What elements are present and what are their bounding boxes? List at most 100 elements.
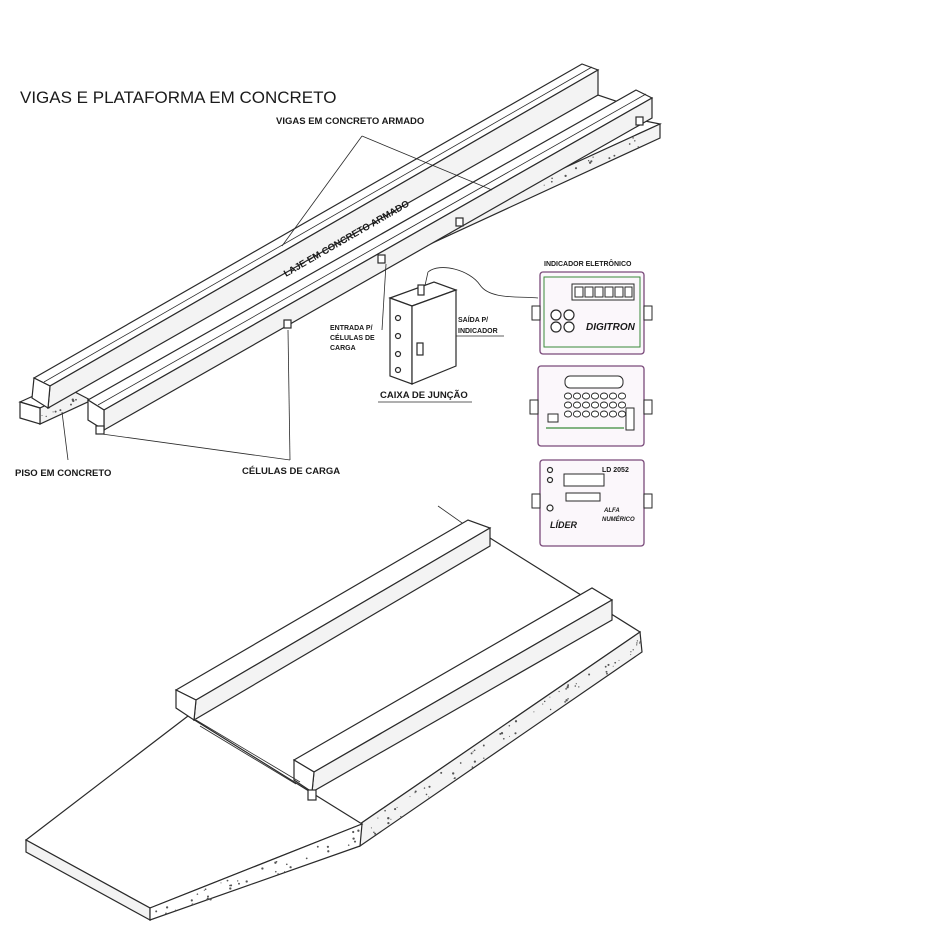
keypad-key bbox=[599, 401, 609, 409]
concrete-speckle bbox=[353, 840, 357, 843]
concrete-speckle bbox=[565, 699, 568, 702]
concrete-speckle bbox=[277, 873, 279, 875]
concrete-speckle bbox=[472, 751, 474, 753]
concrete-speckle bbox=[639, 641, 641, 643]
concrete-speckle bbox=[471, 766, 474, 768]
concrete-speckle bbox=[70, 403, 72, 406]
keypad-key bbox=[608, 392, 618, 400]
indicator-keypad bbox=[529, 365, 653, 447]
concrete-speckle bbox=[549, 708, 552, 711]
concrete-speckle bbox=[618, 659, 620, 661]
concrete-speckle bbox=[632, 649, 634, 651]
load-cell-5 bbox=[635, 116, 644, 126]
concrete-speckle bbox=[285, 863, 288, 866]
concrete-speckle bbox=[588, 673, 591, 676]
concrete-speckle bbox=[196, 893, 199, 895]
indicator-digitron-brand: DIGITRON bbox=[586, 322, 636, 333]
concrete-speckle bbox=[514, 732, 517, 735]
concrete-speckle bbox=[608, 157, 611, 160]
junction-box bbox=[388, 281, 458, 385]
concrete-speckle bbox=[564, 174, 567, 178]
concrete-speckle bbox=[499, 732, 502, 735]
concrete-speckle bbox=[205, 899, 208, 901]
concrete-speckle bbox=[567, 684, 569, 686]
concrete-speckle bbox=[558, 690, 560, 693]
concrete-speckle bbox=[387, 817, 390, 820]
keypad-key bbox=[608, 410, 618, 418]
load-cell-3 bbox=[377, 254, 386, 264]
indicator-lider-model: LD 2052 bbox=[602, 467, 629, 474]
concrete-speckle bbox=[575, 683, 577, 685]
concrete-speckle bbox=[607, 663, 610, 666]
concrete-speckle bbox=[316, 845, 319, 848]
concrete-speckle bbox=[514, 720, 518, 723]
keypad-key bbox=[617, 401, 627, 409]
concrete-speckle bbox=[206, 895, 210, 898]
label-indicator: INDICADOR ELETRÔNICO bbox=[544, 259, 632, 268]
concrete-speckle bbox=[370, 827, 372, 829]
concrete-speckle bbox=[452, 772, 455, 775]
concrete-speckle bbox=[587, 160, 590, 162]
concrete-speckle bbox=[192, 903, 194, 906]
label-output-2: INDICADOR bbox=[458, 328, 498, 335]
concrete-speckle bbox=[283, 871, 286, 873]
concrete-speckle bbox=[564, 701, 566, 703]
concrete-speckle bbox=[508, 735, 511, 737]
lower-platform bbox=[24, 505, 643, 922]
concrete-speckle bbox=[209, 898, 212, 901]
concrete-speckle bbox=[387, 821, 390, 825]
concrete-speckle bbox=[245, 880, 248, 883]
concrete-speckle bbox=[630, 651, 632, 653]
concrete-speckle bbox=[638, 642, 641, 644]
concrete-speckle bbox=[165, 912, 167, 915]
load-cell-1 bbox=[95, 425, 105, 435]
concrete-speckle bbox=[588, 161, 592, 164]
keypad-key bbox=[590, 410, 600, 418]
concrete-speckle bbox=[352, 830, 355, 834]
concrete-speckle bbox=[390, 818, 392, 820]
concrete-speckle bbox=[206, 897, 209, 900]
load-cell-2 bbox=[283, 319, 292, 329]
keypad-key bbox=[599, 410, 609, 418]
concrete-speckle bbox=[482, 744, 485, 747]
label-beams: VIGAS EM CONCRETO ARMADO bbox=[276, 116, 424, 127]
concrete-speckle bbox=[636, 640, 639, 642]
concrete-speckle bbox=[592, 156, 594, 158]
concrete-speckle bbox=[565, 688, 567, 690]
concrete-speckle bbox=[165, 906, 169, 909]
keypad-key bbox=[590, 392, 600, 400]
concrete-speckle bbox=[425, 793, 428, 796]
concrete-speckle bbox=[220, 882, 222, 884]
concrete-speckle bbox=[636, 644, 638, 646]
concrete-speckle bbox=[550, 180, 553, 183]
concrete-speckle bbox=[613, 154, 616, 157]
concrete-speckle bbox=[604, 665, 607, 668]
indicator-lider-sub-2: NUMÉRICO bbox=[602, 515, 635, 523]
concrete-speckle bbox=[352, 837, 355, 840]
keypad-key bbox=[572, 392, 582, 400]
concrete-speckle bbox=[574, 167, 578, 170]
keypad-key bbox=[581, 401, 591, 409]
concrete-speckle bbox=[567, 698, 569, 700]
concrete-speckle bbox=[261, 867, 264, 870]
concrete-speckle bbox=[473, 760, 477, 763]
concrete-speckle bbox=[384, 809, 386, 812]
keypad-key bbox=[608, 401, 618, 409]
concrete-speckle bbox=[394, 808, 397, 811]
keypad-key bbox=[563, 410, 573, 418]
keypad-key bbox=[572, 401, 582, 409]
concrete-speckle bbox=[549, 696, 551, 698]
concrete-speckle bbox=[41, 415, 43, 416]
concrete-speckle bbox=[566, 686, 569, 689]
concrete-speckle bbox=[155, 910, 158, 913]
indicator-lider-brand: LÍDER bbox=[550, 520, 578, 530]
keypad-key bbox=[563, 392, 573, 400]
concrete-speckle bbox=[612, 665, 614, 667]
label-load-cells: CÉLULAS DE CARGA bbox=[242, 466, 340, 477]
concrete-speckle bbox=[500, 732, 504, 735]
concrete-speckle bbox=[174, 909, 177, 912]
concrete-speckle bbox=[396, 806, 398, 808]
concrete-speckle bbox=[305, 857, 308, 860]
indicator-digitron: DIGITRON bbox=[531, 271, 653, 355]
